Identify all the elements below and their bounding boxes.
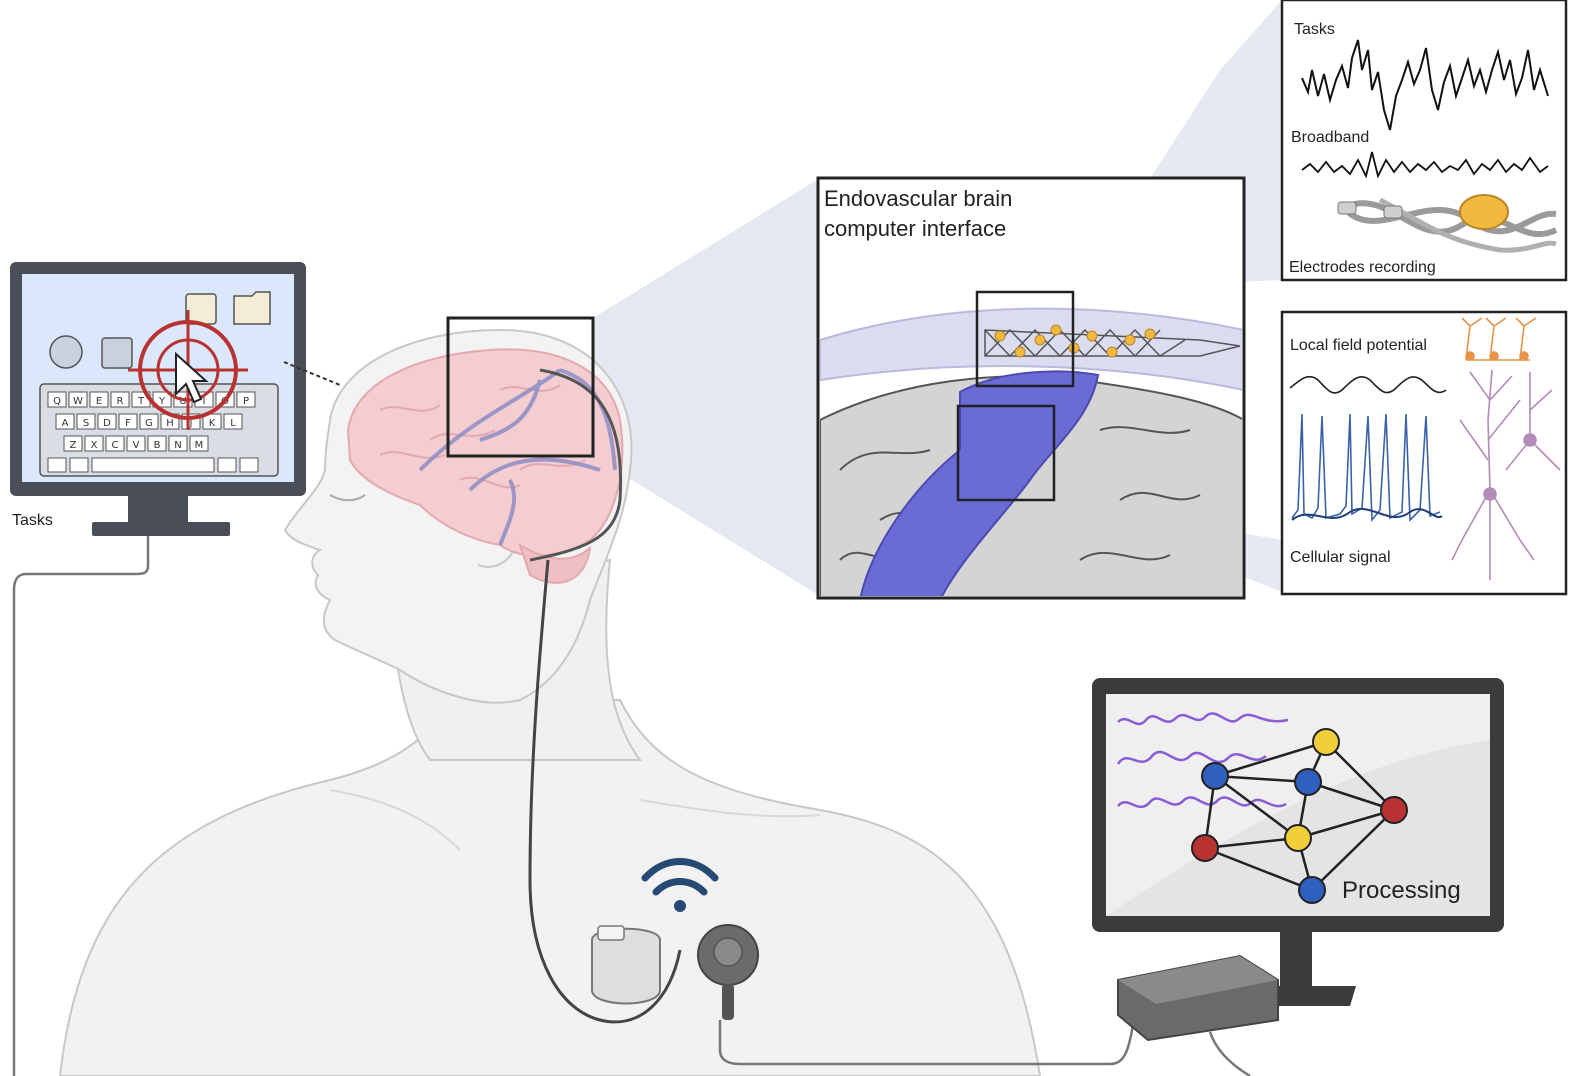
network-node-blue [1201,762,1229,790]
implanted-transmitter [591,925,661,1005]
keyboard-key-label: W [73,396,83,407]
orange-neurons-illustration [1461,317,1537,361]
external-receiver [697,924,759,1020]
processing-monitor [1092,678,1504,1006]
keyboard-key [236,391,256,408]
processing-wave-3 [1117,796,1287,809]
keyboard-key [189,435,209,452]
electrodes-recording-label: Electrodes recording [1289,259,1436,276]
keyboard-key-label: T [137,396,145,407]
keyboard-key-label: C [112,440,119,451]
tasks-signal-trace [1301,39,1549,131]
network-node-red [1380,796,1408,824]
keyboard-key [147,435,167,452]
network-node-blue [1298,876,1326,904]
keyboard-key-label: N [174,440,181,451]
broadband-signal-trace [1301,151,1549,179]
keyboard-key-label: L [230,418,236,429]
keyboard-key-label: M [195,440,204,451]
recording-panel [1280,0,1568,282]
keyboard-key [63,435,83,452]
network-node-yellow [1284,824,1312,852]
receiver-cable [718,1009,1137,1066]
keyboard-key [152,391,172,408]
lead-wire [528,559,682,1024]
keyboard-key [110,391,130,408]
keyboard-key [89,391,109,408]
keyboard-key [105,435,125,452]
keyboard-key-label: G [145,418,153,429]
cellular-signal-label: Cellular signal [1290,549,1391,566]
keyboard-key [97,413,117,430]
keyboard-key [76,413,96,430]
desktop-document-icon [185,293,217,325]
keyboard-key-label: Q [53,396,61,407]
neural-signal-panel [1280,310,1568,596]
keyboard-key-label: X [91,440,98,451]
keyboard-key-label: R [117,396,124,407]
keyboard-key [55,413,75,430]
desktop-circle-icon [49,335,83,369]
zoom-projection-head-to-bci [593,178,820,596]
keyboard-key-label: A [62,418,69,429]
neuron-cell-body [1459,194,1509,230]
network-node-blue [1294,768,1322,796]
bci-title-line1: Endovascular brain [824,186,1012,211]
cortex-zoom-box [956,404,1056,502]
keyboard-key [126,435,146,452]
local-field-potential-label: Local field potential [1290,337,1427,354]
tasks-monitor-label: Tasks [12,512,53,529]
keyboard-key [68,391,88,408]
bci-panel [816,176,1246,600]
keyboard-key-label: H [166,418,174,429]
broadband-label: Broadband [1291,129,1369,146]
keyboard-key [202,413,222,430]
processing-wave-2 [1116,750,1267,765]
desktop-folder-icon [233,291,271,325]
tasks-panel-label: Tasks [1294,21,1335,38]
processing-wave-1 [1117,712,1289,726]
keyboard-key-label: I [203,396,206,407]
keyboard-key [47,391,67,408]
keyboard-key [139,413,159,430]
keyboard-key-label: P [243,396,249,407]
keyboard-key-label: V [133,440,140,451]
wifi-icon [641,858,719,912]
head-zoom-box [446,316,595,458]
cursor-arrow-icon [175,351,209,404]
bci-title-line2: computer interface [824,216,1006,241]
pyramidal-neuron-illustration [1451,369,1561,580]
keyboard-key-label: Z [70,440,77,451]
monitor-cable [12,536,150,1076]
lfp-trace [1289,375,1447,394]
desktop-square-icon [101,337,133,369]
keyboard-key-label: U [179,396,186,407]
keyboard-key-label: B [154,440,161,451]
keyboard-key-label: D [103,418,111,429]
keyboard-key [84,435,104,452]
keyboard-key-label: Y [158,396,166,407]
keyboard-key-label: E [96,396,102,407]
keyboard-key [118,413,138,430]
stent-zoom-box [975,290,1075,388]
keyboard-key-label: K [209,418,216,429]
spacebar-key [91,457,215,473]
network-node-red [1191,834,1219,862]
keyboard-key-label: J [189,418,193,429]
electrode-neuron-illustration [1337,194,1558,253]
network-node-yellow [1312,728,1340,756]
processing-label: Processing [1342,877,1461,904]
keyboard-key [168,435,188,452]
keyboard-key-label: S [83,418,89,429]
brain [346,348,624,584]
keyboard-key-label: F [125,418,131,429]
keyboard-key [223,413,243,430]
processing-box [1117,954,1279,1076]
